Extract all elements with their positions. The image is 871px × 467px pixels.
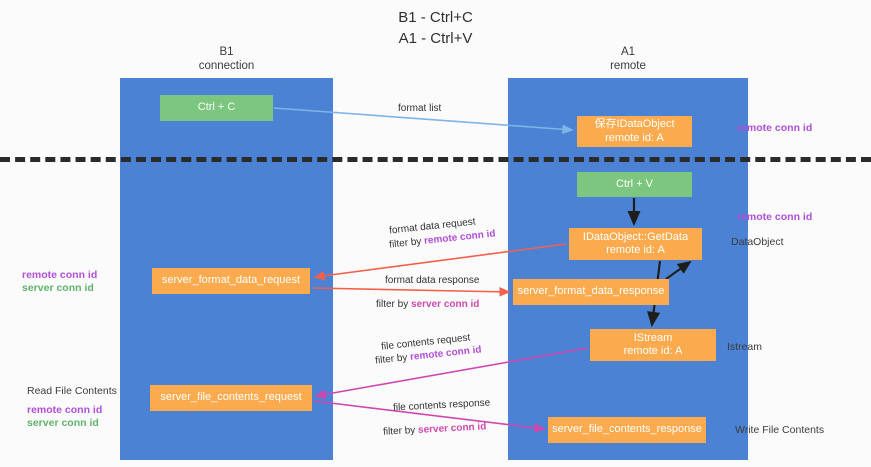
caption-file-contents-response-text: file contents response — [392, 397, 491, 414]
phase-divider — [0, 157, 871, 162]
box-server-format-data-response-label: server_format_data_response — [517, 285, 665, 298]
box-server-file-contents-response-label: server_file_contents_response — [552, 423, 702, 436]
annotation-remote-conn-id-left-2: remote conn id — [27, 404, 103, 416]
filter-key-server-conn-id-2: server conn id — [417, 421, 487, 436]
box-server-file-contents-request-label: server_file_contents_request — [160, 391, 302, 404]
caption-format-list: format list — [398, 102, 441, 115]
filter-key-server-conn-id: server conn id — [411, 299, 480, 310]
lane-header-a1-name: A1 — [620, 46, 636, 58]
annotation-remote-conn-id-getdata-text: remote conn id — [737, 211, 813, 223]
label-read-file-contents: Read File Contents — [27, 385, 117, 397]
caption-format-data-response-filter: filter by server conn id — [376, 298, 479, 311]
box-ctrl-v-label: Ctrl + V — [616, 177, 653, 190]
box-idataobject-getdata[interactable]: IDataObject::GetData remote id: A — [569, 228, 702, 260]
caption-format-list-text: format list — [398, 103, 442, 114]
box-istream[interactable]: IStream remote id: A — [590, 329, 716, 361]
filter-by-label-3: filter by — [374, 351, 411, 367]
annotation-remote-conn-id-top: remote conn id — [737, 122, 812, 135]
page-title: B1 - Ctrl+C A1 - Ctrl+V — [0, 7, 871, 49]
box-server-file-contents-request[interactable]: server_file_contents_request — [150, 385, 312, 411]
box-ctrl-c-label: Ctrl + C — [197, 101, 236, 114]
caption-file-contents-response: file contents response — [393, 396, 491, 414]
annotation-server-conn-id-left-2: server conn id — [27, 417, 99, 429]
box-idataobject[interactable]: 保存IDataObject remote id: A — [577, 116, 692, 147]
box-server-file-contents-response[interactable]: server_file_contents_response — [548, 417, 706, 443]
box-istream-label: IStream — [633, 331, 673, 344]
annotation-server-conn-id-left: server conn id — [22, 282, 94, 294]
box-ctrl-v[interactable]: Ctrl + V — [577, 172, 692, 197]
box-idataobject-remote-id: remote id: A — [605, 131, 664, 144]
label-dataobject: DataObject — [731, 236, 784, 248]
filter-by-label-2: filter by — [376, 299, 412, 310]
annotation-conn-ids-format: remote conn id server conn id — [22, 269, 97, 295]
filter-by-label: filter by — [388, 235, 425, 251]
filter-by-label-4: filter by — [382, 424, 419, 438]
label-write-file-contents: Write File Contents — [735, 424, 825, 436]
annotation-remote-conn-id-left: remote conn id — [22, 269, 98, 281]
lane-header-a1-role: remote — [610, 60, 646, 72]
lane-header-b1-role: connection — [198, 60, 255, 72]
annotation-conn-ids-file: remote conn id server conn id — [27, 404, 102, 430]
lane-header-b1: B1 connection — [120, 45, 333, 73]
box-istream-remote-id: remote id: A — [623, 345, 683, 357]
box-server-format-data-request[interactable]: server_format_data_request — [152, 268, 310, 294]
box-getdata-label: IDataObject::GetData — [582, 230, 689, 243]
box-server-format-data-request-label: server_format_data_request — [161, 274, 301, 287]
box-ctrl-c[interactable]: Ctrl + C — [160, 95, 273, 121]
title-line-2: A1 - Ctrl+V — [398, 30, 473, 47]
label-istream: Istream — [727, 341, 763, 353]
annotation-remote-conn-id-top-text: remote conn id — [737, 122, 813, 134]
box-getdata-remote-id: remote id: A — [606, 244, 665, 256]
box-server-format-data-response[interactable]: server_format_data_response — [513, 279, 669, 305]
lane-header-a1: A1 remote — [508, 45, 748, 73]
box-idataobject-label: 保存IDataObject — [594, 118, 675, 130]
annotation-remote-conn-id-getdata: remote conn id — [737, 211, 812, 224]
lane-header-b1-name: B1 — [219, 46, 234, 58]
caption-format-data-response-text: format data response — [385, 275, 480, 286]
caption-file-contents-response-filter: filter by server conn id — [383, 420, 487, 438]
caption-format-data-response: format data response — [385, 274, 480, 287]
title-line-1: B1 - Ctrl+C — [398, 9, 473, 26]
